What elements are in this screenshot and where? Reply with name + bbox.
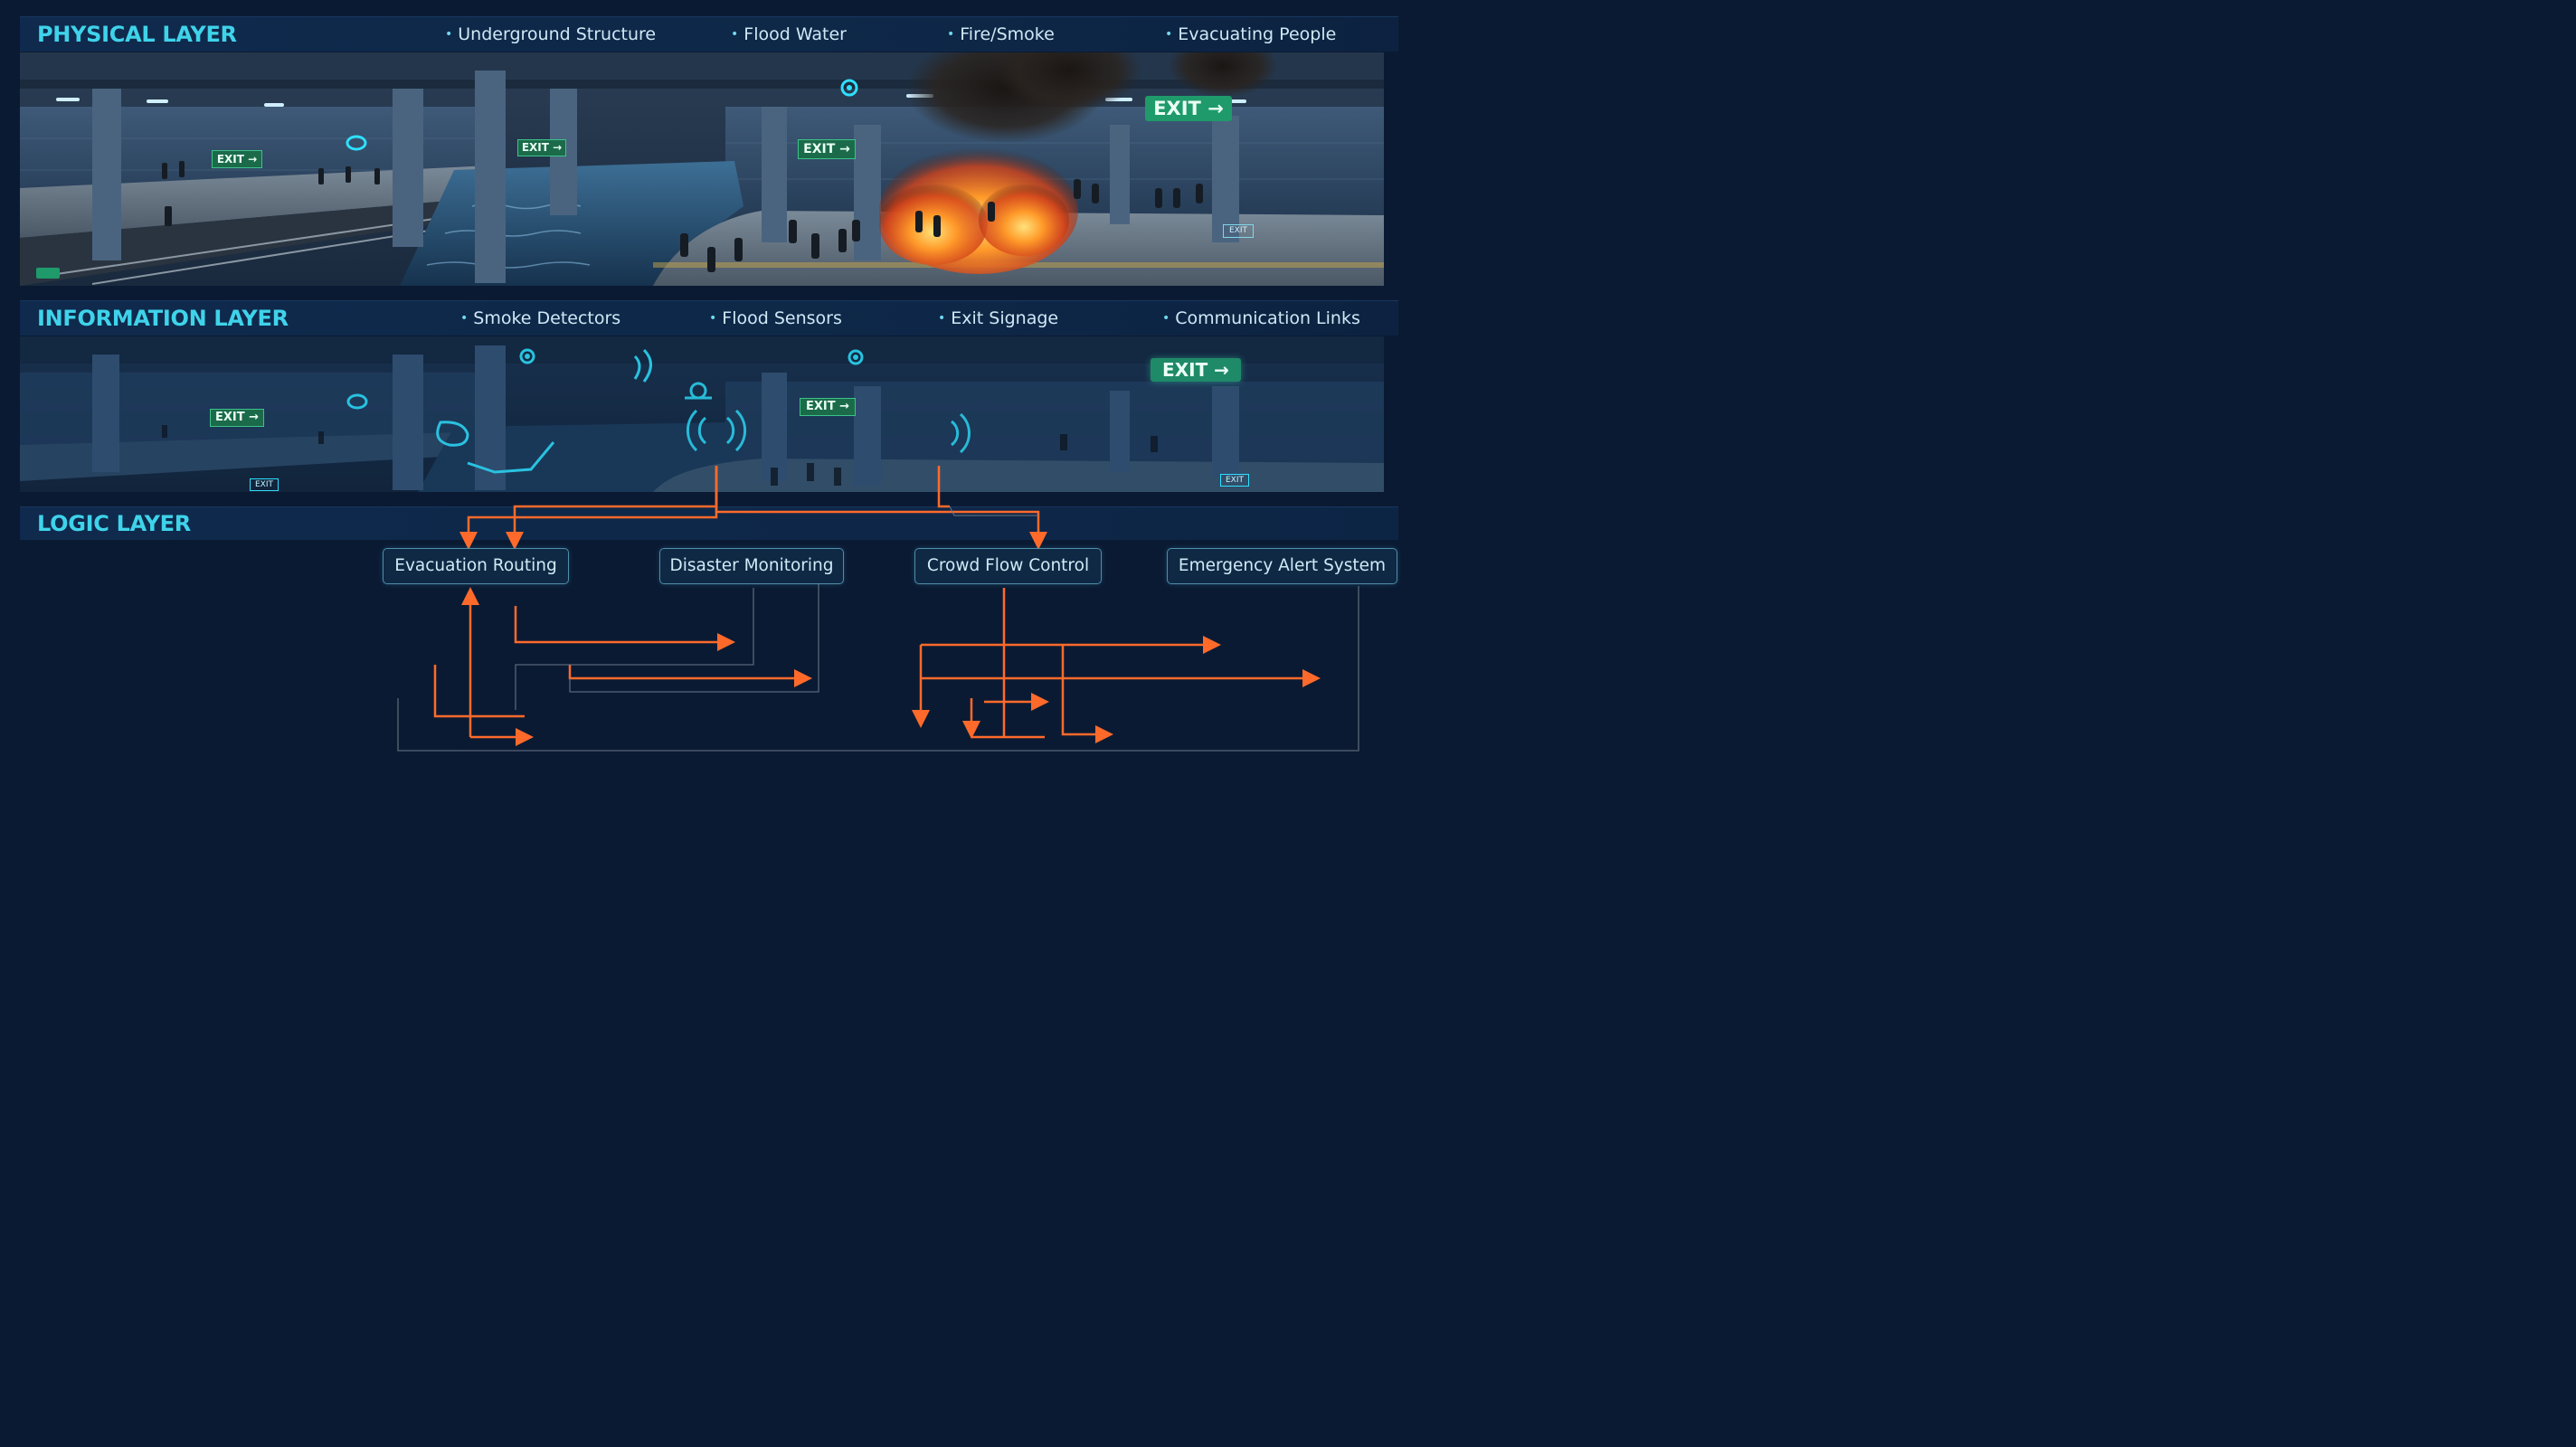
exit-sign-small: EXIT — [1223, 224, 1254, 238]
information-layer-header: INFORMATION LAYER Smoke Detectors Flood … — [20, 300, 1398, 336]
info-exit-sign-large: EXIT → — [1151, 358, 1241, 382]
bullet-underground-structure: Underground Structure — [445, 24, 656, 44]
module-evacuation-routing[interactable]: Evacuation Routing — [383, 548, 569, 584]
bullet-communication-links: Communication Links — [1162, 308, 1360, 328]
info-exit-sign-2: EXIT → — [800, 398, 856, 416]
physical-layer-header: PHYSICAL LAYER Underground Structure Flo… — [20, 16, 1398, 52]
exit-sign-3: EXIT → — [798, 139, 856, 159]
info-exit-sign-small-1: EXIT — [250, 478, 279, 491]
info-exit-sign-1: EXIT → — [210, 409, 264, 427]
module-disaster-monitoring[interactable]: Disaster Monitoring — [659, 548, 844, 584]
bullet-smoke-detectors: Smoke Detectors — [460, 308, 620, 328]
logic-layer-title: LOGIC LAYER — [37, 511, 191, 536]
bullet-evacuating-people: Evacuating People — [1165, 24, 1336, 44]
bullet-flood-sensors: Flood Sensors — [709, 308, 842, 328]
exit-sign-1: EXIT → — [212, 150, 262, 168]
bullet-flood-water: Flood Water — [731, 24, 847, 44]
bullet-exit-signage: Exit Signage — [938, 308, 1058, 328]
information-scene: EXIT → EXIT → EXIT → EXIT EXIT — [20, 336, 1384, 492]
physical-scene-illustration — [20, 52, 1384, 286]
logic-layer-header: LOGIC LAYER — [20, 506, 1398, 540]
physical-scene: EXIT → EXIT → EXIT → EXIT → EXIT — [20, 52, 1384, 286]
info-exit-sign-small-2: EXIT — [1220, 474, 1249, 487]
module-crowd-flow-control[interactable]: Crowd Flow Control — [914, 548, 1102, 584]
module-emergency-alert-system[interactable]: Emergency Alert System — [1167, 548, 1397, 584]
bullet-fire-smoke: Fire/Smoke — [947, 24, 1055, 44]
exit-sign-large: EXIT → — [1145, 96, 1232, 121]
exit-sign-2: EXIT → — [517, 139, 566, 156]
physical-layer-title: PHYSICAL LAYER — [37, 22, 237, 47]
information-layer-title: INFORMATION LAYER — [37, 306, 289, 331]
